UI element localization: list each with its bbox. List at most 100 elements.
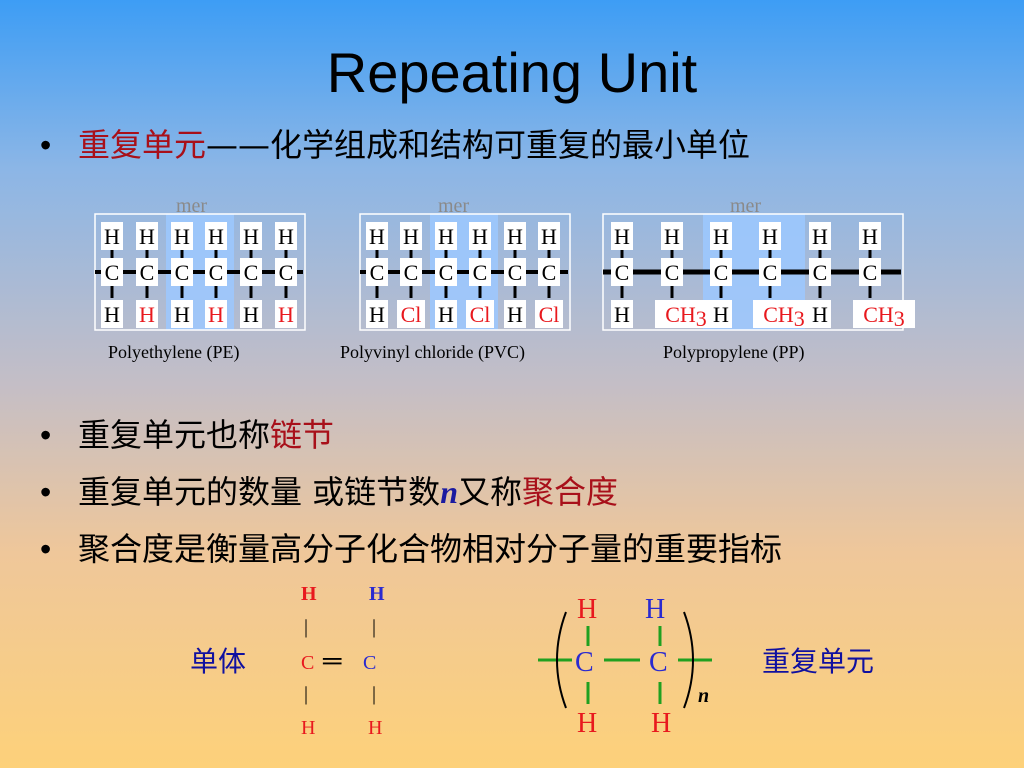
pe-c-2: C bbox=[175, 260, 190, 285]
pp-h-top-3: H bbox=[762, 224, 778, 249]
pp-c-0-box bbox=[611, 258, 633, 286]
pe-c-1-box bbox=[136, 258, 158, 286]
pvc-h-top-3-box bbox=[469, 222, 491, 250]
pp-c-5-box bbox=[859, 258, 881, 286]
pvc-h-top-3: H bbox=[472, 224, 488, 249]
pp-h-bottom-0-box bbox=[611, 300, 633, 328]
pe-c-1: C bbox=[140, 260, 155, 285]
pvc-c-5-box bbox=[538, 258, 560, 286]
pp-mer-label: mer bbox=[730, 195, 761, 217]
ru-h-top-right: H bbox=[645, 594, 665, 625]
pvc-h-bottom-0: H bbox=[369, 302, 385, 327]
pe-c-3-box bbox=[205, 258, 227, 286]
pe-h-top-3: H bbox=[208, 224, 224, 249]
bullet-4-text: 聚合度是衡量高分子化合物相对分子量的重要指标 bbox=[78, 530, 783, 568]
pp-c-5: C bbox=[863, 260, 878, 285]
pvc-h-bottom-4-box bbox=[504, 300, 526, 328]
ru-h-bottom-left: H bbox=[577, 708, 597, 739]
monomer-h-bottom-left: H bbox=[301, 717, 315, 739]
pvc-h-bottom-4: H bbox=[507, 302, 523, 327]
bullet-dot: • bbox=[40, 531, 52, 567]
pp-c-3: C bbox=[763, 260, 778, 285]
pp-ch3-3-box bbox=[753, 300, 815, 328]
pvc-name: Polyvinyl chloride (PVC) bbox=[340, 342, 525, 363]
pp-h-top-4: H bbox=[812, 224, 828, 249]
pvc-h-top-2: H bbox=[438, 224, 454, 249]
pe-c-4-box bbox=[240, 258, 262, 286]
pe-c-4: C bbox=[244, 260, 259, 285]
bullet-1-rest: ——化学组成和结构可重复的最小单位 bbox=[206, 126, 751, 164]
bullet-3-mid: 又称 bbox=[457, 473, 522, 511]
pp-ch3-1: CH3 bbox=[665, 302, 707, 331]
bullet-dot: • bbox=[40, 417, 52, 453]
pvc-cl-5: Cl bbox=[539, 302, 560, 327]
pe-h-top-1-box bbox=[136, 222, 158, 250]
bullet-4: • 聚合度是衡量高分子化合物相对分子量的重要指标 bbox=[40, 524, 782, 570]
pvc-h-top-2-box bbox=[435, 222, 457, 250]
ru-h-top-left: H bbox=[577, 594, 597, 625]
pe-h-bottom-4: H bbox=[243, 302, 259, 327]
monomer-h-top-left: H bbox=[301, 583, 317, 605]
pe-c-2-box bbox=[171, 258, 193, 286]
monomer-h-top-right: H bbox=[369, 583, 385, 605]
ru-bracket-right bbox=[683, 611, 694, 709]
pvc-h-top-4-box bbox=[504, 222, 526, 250]
pp-h-top-5: H bbox=[862, 224, 878, 249]
pp-h-top-2-box bbox=[710, 222, 732, 250]
pp-h-bottom-4-box bbox=[809, 300, 831, 328]
pe-h-bottom-1-box bbox=[136, 300, 158, 328]
ru-h-bottom-right: H bbox=[651, 708, 671, 739]
pe-h-bottom-5: H bbox=[278, 302, 294, 327]
pvc-c-4-box bbox=[504, 258, 526, 286]
pe-h-bottom-0: H bbox=[104, 302, 120, 327]
pvc-c-2: C bbox=[439, 260, 454, 285]
pvc-c-1-box bbox=[400, 258, 422, 286]
pp-ch3-5-box bbox=[853, 300, 915, 328]
pp-ch3-1-box bbox=[655, 300, 717, 328]
pvc-h-bottom-2-box bbox=[435, 300, 457, 328]
pvc-cl-5-box bbox=[535, 300, 563, 328]
pp-h-top-0: H bbox=[614, 224, 630, 249]
ru-c-right: C bbox=[649, 647, 668, 678]
pvc-h-bottom-0-box bbox=[366, 300, 388, 328]
svg-text:|: | bbox=[304, 683, 308, 705]
monomer-h-bottom-right: H bbox=[368, 717, 382, 739]
pp-c-2: C bbox=[714, 260, 729, 285]
pvc-mer-label: mer bbox=[438, 195, 469, 217]
pvc-h-top-4: H bbox=[507, 224, 523, 249]
pe-h-bottom-3-box bbox=[205, 300, 227, 328]
pvc-h-top-1-box bbox=[400, 222, 422, 250]
bullet-dot: • bbox=[40, 474, 52, 510]
pe-h-bottom-5-box bbox=[275, 300, 297, 328]
pe-h-top-4: H bbox=[243, 224, 259, 249]
pp-h-top-1: H bbox=[664, 224, 680, 249]
pvc-h-top-0-box bbox=[366, 222, 388, 250]
pp-h-bottom-2: H bbox=[713, 302, 729, 327]
pvc-c-4: C bbox=[508, 260, 523, 285]
ru-bracket-left bbox=[556, 611, 567, 709]
pvc-cl-1: Cl bbox=[401, 302, 422, 327]
pp-h-top-4-box bbox=[809, 222, 831, 250]
pvc-c-1: C bbox=[404, 260, 419, 285]
pe-c-3: C bbox=[209, 260, 224, 285]
pp-c-3-box bbox=[759, 258, 781, 286]
pp-h-bottom-2-box bbox=[710, 300, 732, 328]
pe-h-top-5: H bbox=[278, 224, 294, 249]
svg-text:|: | bbox=[304, 616, 308, 638]
pvc-cl-3-box bbox=[466, 300, 494, 328]
pe-h-top-0: H bbox=[104, 224, 120, 249]
pp-c-2-box bbox=[710, 258, 732, 286]
pvc-c-5: C bbox=[542, 260, 557, 285]
monomer-c-left: C bbox=[301, 652, 314, 674]
svg-text:|: | bbox=[372, 616, 376, 638]
pe-c-0-box bbox=[101, 258, 123, 286]
bullet-dot: • bbox=[40, 127, 52, 163]
pp-h-top-3-box bbox=[759, 222, 781, 250]
pp-c-4: C bbox=[813, 260, 828, 285]
monomer-c-right: C bbox=[363, 652, 376, 674]
pe-h-bottom-2-box bbox=[171, 300, 193, 328]
repeat-unit-structure: H H C C H H n bbox=[538, 594, 712, 739]
pe-c-0: C bbox=[105, 260, 120, 285]
pvc-h-top-5-box bbox=[538, 222, 560, 250]
